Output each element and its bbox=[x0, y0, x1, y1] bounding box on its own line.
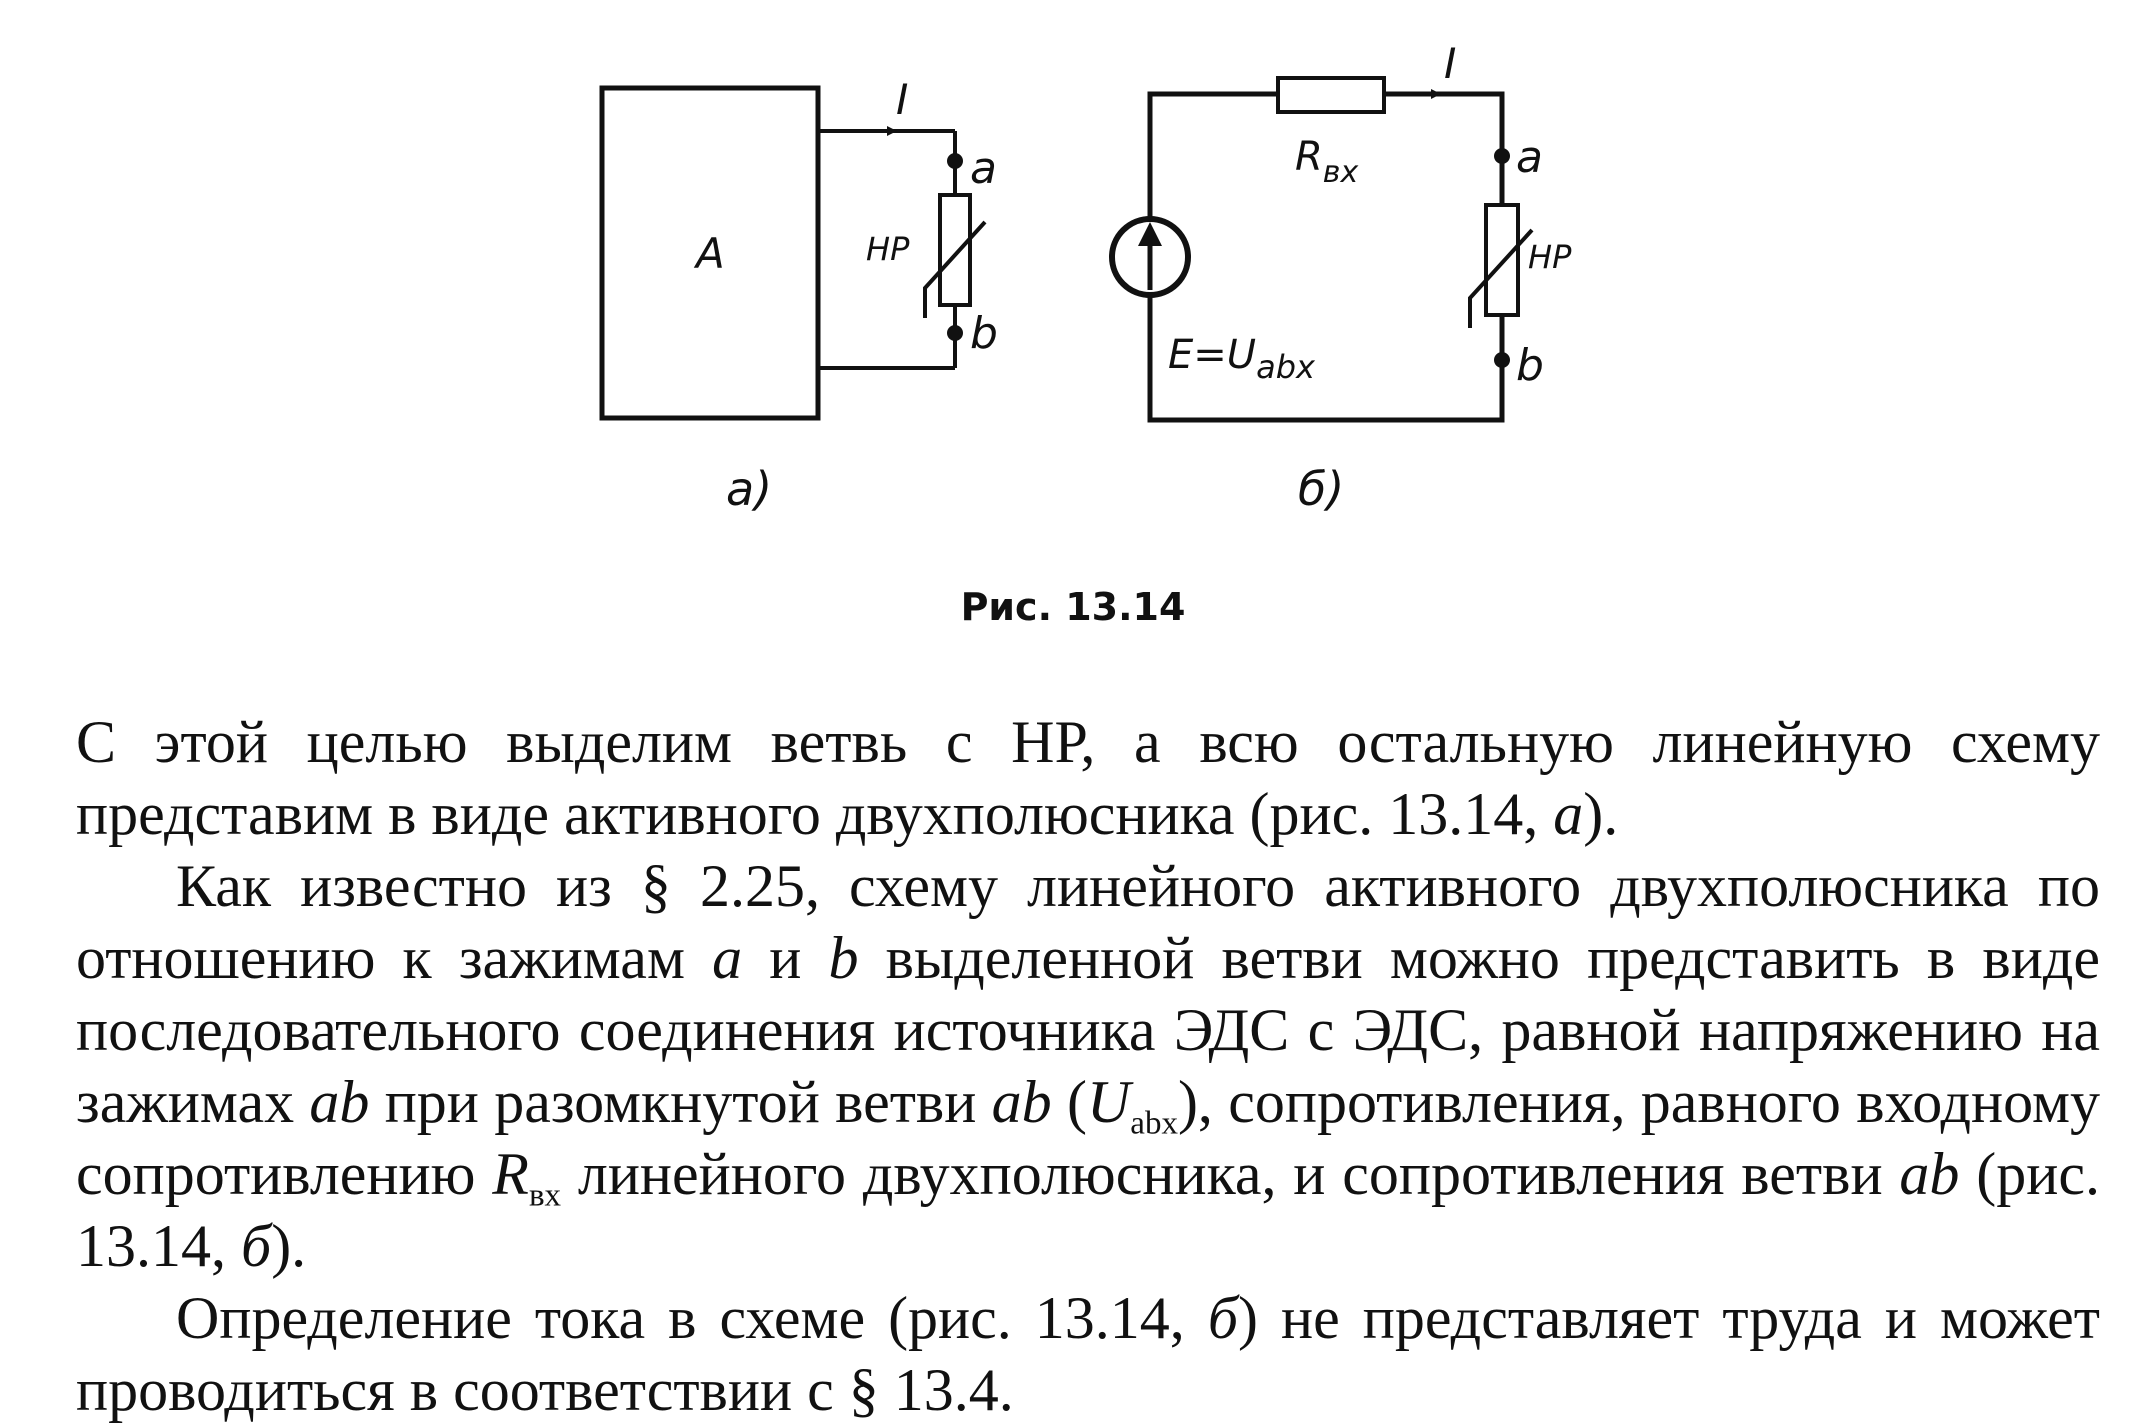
terminal-a-label: a bbox=[970, 143, 997, 194]
emf-arrowhead bbox=[1138, 222, 1162, 246]
terminal-b-label-b: b bbox=[1516, 340, 1544, 391]
panel-b-label: б) bbox=[1298, 462, 1344, 516]
terminal-b-dot bbox=[947, 325, 963, 341]
panel-b-circuit: I Rвx a b HP E=Uabx б) bbox=[1109, 39, 1572, 516]
element-label: HP bbox=[866, 230, 910, 268]
nonlinear-resistor bbox=[938, 193, 972, 307]
block-label: A bbox=[693, 229, 725, 278]
paragraph-3: Определение тока в схеме (рис. 13.14, б)… bbox=[76, 1285, 2100, 1423]
current-label-b: I bbox=[1444, 39, 1456, 88]
body-text: С этой целью выделим ветвь с НР, а всю о… bbox=[76, 706, 2100, 1426]
nonlinear-slash bbox=[923, 220, 987, 318]
figure-13-14: A I a b HP a) I Rвx bbox=[0, 0, 2146, 690]
terminal-a-dot bbox=[947, 153, 963, 169]
circuit-diagrams: A I a b HP a) I Rвx bbox=[599, 39, 1572, 629]
terminal-b-label: b bbox=[970, 308, 998, 359]
input-resistor bbox=[1276, 76, 1386, 114]
source-label: E=Uabx bbox=[1168, 332, 1316, 386]
paragraph-1: С этой целью выделим ветвь с НР, а всю о… bbox=[76, 709, 2100, 847]
terminal-a-dot-b bbox=[1494, 148, 1510, 164]
loop-left-top bbox=[1147, 91, 1278, 218]
loop-top-right bbox=[1384, 91, 1505, 205]
element-label-b: HP bbox=[1528, 238, 1572, 276]
figure-caption: Рис. 13.14 bbox=[961, 585, 1186, 629]
panel-a-circuit: A I a b HP a) bbox=[599, 75, 998, 516]
nonlinear-slash-b bbox=[1468, 228, 1534, 328]
paragraph-2: Как известно из § 2.25, схему линейного … bbox=[76, 853, 2100, 1279]
current-label: I bbox=[896, 75, 908, 124]
terminal-b-dot-b bbox=[1494, 352, 1510, 368]
terminal-a-label-b: a bbox=[1516, 132, 1543, 183]
panel-a-label: a) bbox=[726, 462, 772, 516]
active-two-terminal-block bbox=[599, 85, 821, 421]
resistor-label: Rвx bbox=[1295, 134, 1358, 190]
